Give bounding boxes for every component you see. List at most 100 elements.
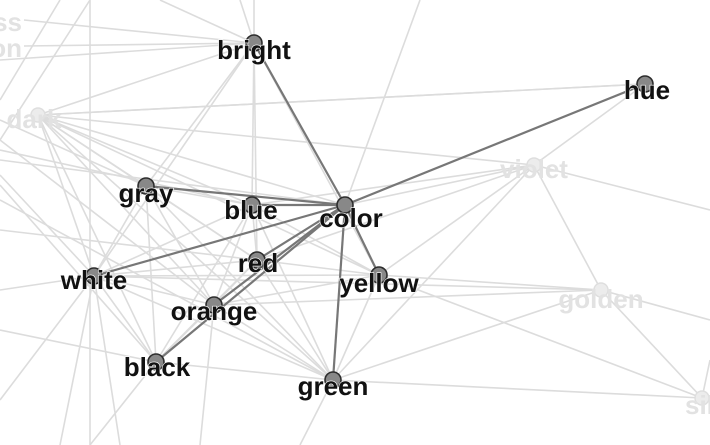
faint-edge-15: [159, 0, 255, 44]
edge-dark-blue: [37, 114, 253, 206]
edge-violet-color: [344, 164, 535, 206]
edge-blue-orange: [213, 204, 253, 306]
edge-dark-bright: [37, 42, 255, 116]
edge-violet-yellow: [378, 164, 535, 276]
edge-dark-orange: [37, 114, 215, 306]
edge-color-yellow-highlighted: [344, 204, 380, 276]
faint-edge-0: [0, 42, 255, 61]
node-label-white[interactable]: white: [59, 264, 128, 295]
node-label-hue[interactable]: hue: [623, 74, 670, 105]
edge-white-green: [93, 275, 334, 381]
edge-green-yellow: [332, 274, 380, 381]
faint-edge-20: [59, 275, 95, 445]
graph-labels: color bright hue gray blue red white yellow oran…: [0, 7, 710, 420]
edge-orange-black: [155, 304, 215, 363]
faint-edge-19: [93, 275, 121, 445]
faint-edge-13: [0, 0, 91, 141]
node-silver[interactable]: [694, 390, 710, 406]
node-label-bright[interactable]: bright: [217, 34, 292, 65]
edge-dark-color: [37, 114, 346, 206]
edge-color-orange-highlighted: [213, 204, 346, 306]
node-color[interactable]: [336, 196, 354, 214]
edge-color-black-highlighted: [155, 204, 346, 363]
edge-color-gray-highlighted: [145, 184, 346, 207]
node-label-dark[interactable]: dark: [7, 104, 62, 134]
faint-edge-8: [0, 275, 95, 401]
faint-edge-21: [199, 304, 215, 445]
edge-white-yellow: [93, 274, 380, 277]
node-label-orange[interactable]: orange: [170, 295, 258, 326]
edge-golden-orange: [213, 289, 602, 306]
faint-edge-10: [0, 199, 334, 381]
faint-edge-26: [344, 0, 421, 206]
faint-edge-18: [89, 361, 157, 445]
edge-color-green-highlighted: [331, 204, 347, 381]
node-black[interactable]: [147, 353, 165, 371]
edge-color-hue-highlighted: [344, 82, 646, 207]
edge-dark-white: [37, 114, 95, 277]
edge-dark-yellow: [37, 114, 380, 276]
edge-golden-yellow: [378, 274, 602, 291]
node-gray[interactable]: [137, 177, 155, 195]
edge-gray-black: [145, 185, 157, 363]
edge-silver-yellow: [378, 274, 703, 399]
node-label-colorless2[interactable]: lon: [0, 33, 22, 63]
highlighted-edges: [93, 42, 646, 381]
node-dark[interactable]: [30, 107, 46, 123]
node-label-golden[interactable]: golden: [558, 284, 643, 314]
node-violet[interactable]: [526, 157, 542, 173]
node-hue[interactable]: [636, 75, 654, 93]
edge-golden-green: [332, 289, 602, 381]
node-label-black[interactable]: black: [123, 351, 191, 382]
edge-dark-black: [37, 114, 157, 363]
faint-edge-11: [0, 229, 258, 261]
node-label-color[interactable]: color: [319, 202, 384, 233]
edge-white-black: [93, 275, 157, 363]
edge-blue-red: [251, 204, 258, 261]
faint-edge-23: [533, 164, 710, 211]
edge-violet-green: [332, 164, 535, 381]
edge-blue-green: [251, 204, 334, 381]
faint-edge-7: [0, 329, 157, 363]
node-orange[interactable]: [205, 296, 223, 314]
edge-bright-gray: [145, 42, 255, 187]
edge-hue-dark: [37, 83, 646, 116]
edge-bright-white: [93, 42, 255, 277]
edge-red-white: [93, 259, 258, 277]
edge-color-white-highlighted: [93, 203, 346, 278]
faint-edge-14: [0, 0, 61, 101]
edge-black-green: [155, 361, 334, 381]
edge-gray-red: [145, 185, 258, 261]
node-label-green[interactable]: green: [297, 370, 369, 401]
node-bright[interactable]: [245, 34, 263, 52]
node-label-blue[interactable]: blue: [224, 194, 279, 225]
edge-orange-green: [213, 304, 334, 381]
edge-gray-green: [145, 185, 334, 381]
node-label-colorless[interactable]: ess: [0, 7, 22, 37]
edge-blue-white: [93, 204, 253, 277]
edge-bright-red: [253, 42, 258, 261]
faint-edge-24: [600, 289, 710, 321]
edge-dark-green: [37, 114, 334, 381]
edge-color-bright-highlighted: [253, 42, 346, 206]
edge-violet-red: [256, 164, 535, 261]
edge-color-red-highlighted: [256, 204, 346, 261]
edge-dark-violet: [37, 114, 535, 166]
node-label-violet[interactable]: violet: [500, 154, 568, 184]
node-label-yellow[interactable]: yellow: [339, 267, 420, 298]
node-blue[interactable]: [243, 196, 261, 214]
faint-edge-22: [299, 379, 334, 445]
faint-edge-1: [0, 159, 346, 206]
node-green[interactable]: [324, 371, 342, 389]
graph-nodes: [30, 34, 710, 406]
edge-blue-black: [155, 204, 253, 363]
node-red[interactable]: [248, 251, 266, 269]
edge-colorless-bright: [23, 19, 255, 44]
node-yellow[interactable]: [370, 266, 388, 284]
node-label-gray[interactable]: gray: [118, 177, 175, 208]
node-label-silver[interactable]: silv: [685, 390, 710, 420]
node-label-red[interactable]: red: [237, 247, 279, 278]
edge-hue-violet: [533, 83, 646, 166]
node-golden[interactable]: [593, 282, 609, 298]
node-white[interactable]: [85, 267, 103, 285]
